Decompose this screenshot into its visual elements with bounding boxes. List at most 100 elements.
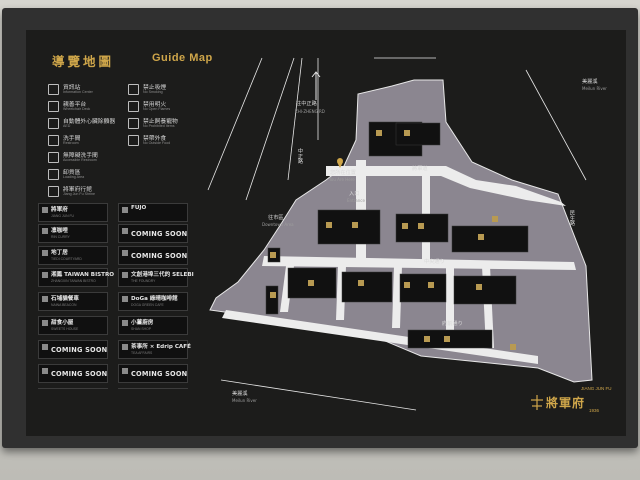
unit-marker-icon bbox=[444, 336, 450, 342]
store-entry: 凛咖哩 RIN CURRY bbox=[38, 224, 108, 243]
no-pets-icon bbox=[128, 118, 139, 129]
legend-label-en: No Open Flames bbox=[143, 107, 171, 111]
map-label-direction-en: Downtown Area bbox=[262, 222, 294, 227]
buildings bbox=[265, 121, 529, 349]
unit-marker-icon bbox=[358, 280, 364, 286]
map-label-lane: 中央通り bbox=[424, 259, 445, 265]
guide-map-board: 導覽地圖 Guide Map 資訊站 Information Center 親善… bbox=[26, 30, 626, 436]
building-block bbox=[395, 122, 441, 146]
entrance-label-en: Entrance bbox=[347, 198, 365, 203]
store-name: 茶事所 × Edrip CAFÉ bbox=[131, 344, 191, 350]
store-number-icon bbox=[122, 272, 128, 278]
legend-label-en: AED bbox=[63, 124, 71, 128]
unit-markers bbox=[270, 130, 516, 350]
you-are-here-label: 您所在位置 bbox=[330, 170, 356, 176]
building-block bbox=[265, 285, 279, 315]
store-name: 凛咖哩 bbox=[51, 228, 68, 234]
map-label-road: 中正路 bbox=[297, 148, 303, 164]
unit-marker-icon bbox=[418, 223, 424, 229]
unit-marker-icon bbox=[352, 222, 358, 228]
info-icon bbox=[48, 84, 59, 95]
store-entry: 文創港埠三代的 SELEBI THE FOUNDRY bbox=[118, 268, 194, 287]
site-map bbox=[207, 57, 593, 411]
store-entry: 茶事所 × Edrip CAFÉ TEA AFFAIRS bbox=[118, 340, 191, 359]
accessible-restroom-icon bbox=[48, 152, 59, 163]
aed-icon bbox=[48, 118, 59, 129]
store-number-icon bbox=[122, 320, 128, 326]
map-label-road-en: ZHI-ZHENG RD bbox=[295, 109, 325, 114]
road-line bbox=[525, 69, 587, 181]
store-number-icon bbox=[42, 344, 48, 350]
legend-label: 卸貨區 bbox=[63, 170, 81, 176]
store-entry: COMING SOON bbox=[38, 364, 108, 383]
store-entry: 小薑廚房 SHAN SHOP bbox=[118, 316, 188, 335]
store-entry: FUJO bbox=[118, 203, 188, 222]
store-entry: COMING SOON bbox=[118, 224, 188, 243]
store-number-icon bbox=[122, 250, 128, 256]
store-number-icon bbox=[122, 344, 128, 350]
legend-label: 洗手間 bbox=[63, 136, 81, 142]
store-name: COMING SOON bbox=[131, 370, 188, 378]
legend-label: 禁止飼養寵物 bbox=[143, 119, 178, 125]
store-subtitle: RIN CURRY bbox=[51, 235, 70, 239]
legend-label-en: Accessible Restroom bbox=[63, 158, 97, 162]
store-entry: 石埔貓餐車 NAINA BEACON bbox=[38, 292, 108, 311]
legend-label-en: Wheelchair Deck bbox=[63, 107, 91, 111]
store-name: FUJO bbox=[131, 205, 147, 211]
store-entry: 地丁居 TIEDI COURTYARD bbox=[38, 246, 108, 265]
legend-label-en: Jiang Jun Fu Shrine bbox=[63, 192, 95, 196]
store-name: COMING SOON bbox=[131, 230, 188, 238]
unit-marker-icon bbox=[402, 223, 408, 229]
store-entry: COMING SOON bbox=[118, 364, 188, 383]
no-flame-icon bbox=[128, 101, 139, 112]
building-block bbox=[453, 275, 517, 305]
store-subtitle: JIANG JUN FU bbox=[51, 214, 74, 218]
store-number-icon bbox=[42, 272, 48, 278]
legend-label-en: Information Center bbox=[63, 90, 93, 94]
store-name: 地丁居 bbox=[51, 250, 68, 256]
store-subtitle: ZHANGXIN TAIWAN BISTRO bbox=[51, 279, 96, 283]
unit-marker-icon bbox=[270, 292, 276, 298]
legend-label-en: Restroom bbox=[63, 141, 79, 145]
map-label-river-en: Meilun River bbox=[582, 86, 607, 91]
map-label-lane: 將軍道 bbox=[412, 166, 428, 172]
river-line bbox=[220, 379, 417, 411]
store-number-icon bbox=[42, 207, 48, 213]
store-name: COMING SOON bbox=[131, 252, 188, 260]
shrine-icon bbox=[48, 186, 59, 197]
store-subtitle: SHAN SHOP bbox=[131, 327, 151, 331]
you-are-here-label-en: You Are Here bbox=[329, 177, 355, 182]
restroom-icon bbox=[48, 135, 59, 146]
store-number-icon bbox=[42, 368, 48, 374]
map-label-direction: 往市區 bbox=[268, 215, 284, 221]
store-entry: COMING SOON bbox=[38, 340, 108, 359]
store-entry: 甜食小屋 SWEETS HOUSE bbox=[38, 316, 108, 335]
store-entry: 湘鳳 TAIWAN BISTRO ZHANGXIN TAIWAN BISTRO bbox=[38, 268, 114, 287]
store-subtitle: TEA AFFAIRS bbox=[131, 351, 153, 355]
store-name: 甜食小屋 bbox=[51, 320, 74, 326]
legend-label: 禁止吸煙 bbox=[143, 85, 167, 91]
store-number-icon bbox=[122, 368, 128, 374]
unit-marker-icon bbox=[308, 280, 314, 286]
store-number-icon bbox=[122, 228, 128, 234]
store-name: 文創港埠三代的 SELEBI bbox=[131, 272, 194, 278]
unit-marker-icon bbox=[476, 284, 482, 290]
no-smoking-icon bbox=[128, 84, 139, 95]
store-number-icon bbox=[42, 296, 48, 302]
store-number-icon bbox=[42, 250, 48, 256]
unit-marker-icon bbox=[270, 252, 276, 258]
building-block bbox=[341, 271, 393, 303]
brand-name: 將軍府 bbox=[546, 396, 586, 410]
store-name: 小薑廚房 bbox=[131, 320, 154, 326]
store-entry: 將軍府 JIANG JUN FU bbox=[38, 203, 108, 222]
store-number-icon bbox=[122, 207, 128, 213]
store-subtitle: SWEETS HOUSE bbox=[51, 327, 79, 331]
legend-label-en: No Prohibited Items bbox=[143, 124, 175, 128]
building-block bbox=[451, 225, 529, 253]
unit-marker-icon bbox=[492, 216, 498, 222]
store-number-icon bbox=[122, 296, 128, 302]
map-linework bbox=[207, 57, 587, 411]
store-number-icon bbox=[42, 320, 48, 326]
legend-label: 自動體外心臟除顫器 bbox=[63, 119, 116, 125]
legend-label: 親善平台 bbox=[63, 102, 87, 108]
